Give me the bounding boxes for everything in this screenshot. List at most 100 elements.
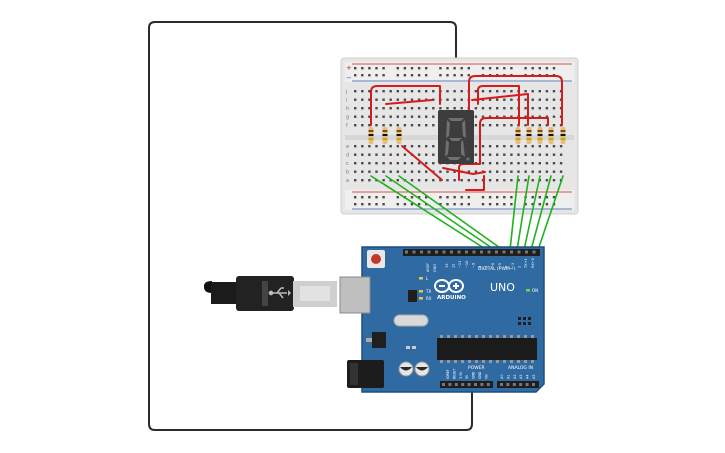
resistor bbox=[537, 127, 543, 144]
digital-pin-label: ~10 bbox=[465, 261, 469, 268]
header-pin bbox=[480, 383, 484, 386]
digital-pin-label: 8 bbox=[478, 266, 482, 268]
resistor bbox=[382, 127, 388, 144]
row-letter: b bbox=[346, 170, 349, 176]
digital-pin-label: ~5 bbox=[498, 263, 502, 268]
digital-pin-label: 7 bbox=[485, 266, 489, 268]
resistors-left[interactable] bbox=[368, 127, 402, 144]
header-pin bbox=[442, 250, 446, 254]
power-pin-label: GND bbox=[478, 371, 482, 379]
row-letter: f bbox=[346, 123, 348, 129]
green-wires[interactable] bbox=[370, 175, 564, 251]
header-pin bbox=[500, 383, 503, 386]
header-pin bbox=[502, 250, 506, 254]
analog-header[interactable] bbox=[497, 381, 539, 388]
arduino-board[interactable]: ARDUINO UNO DIGITAL (PWM~) AREF GND L TX… bbox=[339, 246, 545, 393]
digital-pin-label: ~9 bbox=[471, 263, 475, 268]
resistor bbox=[560, 127, 566, 144]
row-letter: a bbox=[346, 178, 349, 184]
digital-pin-label: TX→1 bbox=[524, 258, 528, 269]
header-pin bbox=[412, 250, 416, 254]
header-pin bbox=[525, 383, 529, 386]
header-pin bbox=[472, 250, 476, 254]
header-pin bbox=[506, 383, 510, 386]
resistor bbox=[396, 127, 402, 144]
header-pin bbox=[487, 250, 491, 254]
power-pin-label: GND bbox=[472, 371, 476, 379]
arduino-logo-icon bbox=[434, 279, 464, 293]
resistor bbox=[548, 127, 554, 144]
red-wire bbox=[465, 175, 485, 191]
digital-pin-label: ~11 bbox=[458, 261, 462, 268]
red-wire bbox=[468, 75, 563, 126]
header-pin bbox=[519, 383, 523, 386]
digital-pin-label: RX←0 bbox=[531, 258, 535, 268]
tx-label: TX bbox=[425, 289, 431, 294]
header-pin bbox=[465, 250, 468, 254]
row-letter: h bbox=[346, 106, 349, 112]
digital-pin-label: 2 bbox=[518, 266, 522, 268]
l-label: L bbox=[426, 276, 429, 281]
aref-label: AREF bbox=[426, 263, 430, 272]
header-pin bbox=[461, 383, 465, 386]
ground-loop-wire[interactable] bbox=[148, 21, 473, 431]
header-pin bbox=[435, 250, 438, 254]
header-pin bbox=[510, 250, 513, 254]
rail-minus-label: − bbox=[346, 74, 352, 82]
header-pin bbox=[457, 250, 461, 254]
red-wire bbox=[471, 93, 529, 126]
usb-icon bbox=[268, 287, 291, 299]
green-wire bbox=[370, 175, 488, 251]
bottom-header-pins bbox=[442, 383, 535, 386]
power-pin-label: Vin bbox=[484, 374, 488, 379]
usb-cable[interactable] bbox=[204, 276, 337, 311]
header-pin bbox=[486, 383, 490, 386]
resistors-right[interactable] bbox=[515, 127, 566, 144]
header-pin bbox=[405, 250, 408, 254]
analog-pin-label: A5 bbox=[532, 375, 536, 379]
analog-pin-label: A4 bbox=[526, 375, 530, 379]
header-pin bbox=[420, 250, 423, 254]
power-header[interactable] bbox=[440, 381, 493, 388]
green-wire bbox=[523, 175, 541, 251]
gnd-label: GND bbox=[433, 264, 437, 272]
red-wire bbox=[401, 145, 443, 181]
atmega-chip bbox=[437, 335, 537, 363]
header-pin bbox=[480, 250, 483, 254]
usb-port[interactable] bbox=[339, 276, 371, 314]
resistor bbox=[368, 127, 374, 144]
green-wire bbox=[530, 175, 552, 251]
header-pin bbox=[448, 383, 452, 386]
reset-button-icon[interactable] bbox=[367, 250, 385, 268]
red-wire bbox=[442, 167, 486, 175]
seven-segment-display[interactable]: 8 bbox=[438, 110, 474, 164]
row-letter: e bbox=[346, 144, 349, 150]
arduino-brand: ARDUINO bbox=[437, 295, 466, 301]
green-wire bbox=[537, 175, 564, 251]
row-letter: c bbox=[346, 161, 349, 167]
arduino-model: UNO bbox=[490, 281, 515, 294]
header-pin bbox=[454, 383, 458, 386]
power-label: POWER bbox=[468, 365, 485, 371]
green-wire bbox=[385, 175, 496, 251]
analog-pin-label: A0 bbox=[500, 375, 504, 379]
red-wire bbox=[370, 85, 441, 126]
header-pin bbox=[532, 383, 535, 386]
header-pin bbox=[467, 383, 471, 386]
crystal-oscillator bbox=[393, 314, 429, 327]
header-pin bbox=[525, 250, 528, 254]
on-label: ON bbox=[532, 288, 538, 293]
digital-header[interactable] bbox=[403, 249, 540, 256]
red-wires[interactable] bbox=[370, 75, 563, 191]
row-letter: d bbox=[346, 153, 349, 159]
digital-label: DIGITAL (PWM~) bbox=[478, 266, 516, 272]
power-pin-label: IOREF bbox=[446, 369, 450, 379]
digital-pin-label: ~6 bbox=[491, 263, 495, 268]
row-letter: j bbox=[345, 89, 347, 95]
header-pin bbox=[532, 250, 536, 254]
header-pin bbox=[517, 250, 521, 254]
row-letter: g bbox=[346, 115, 349, 121]
